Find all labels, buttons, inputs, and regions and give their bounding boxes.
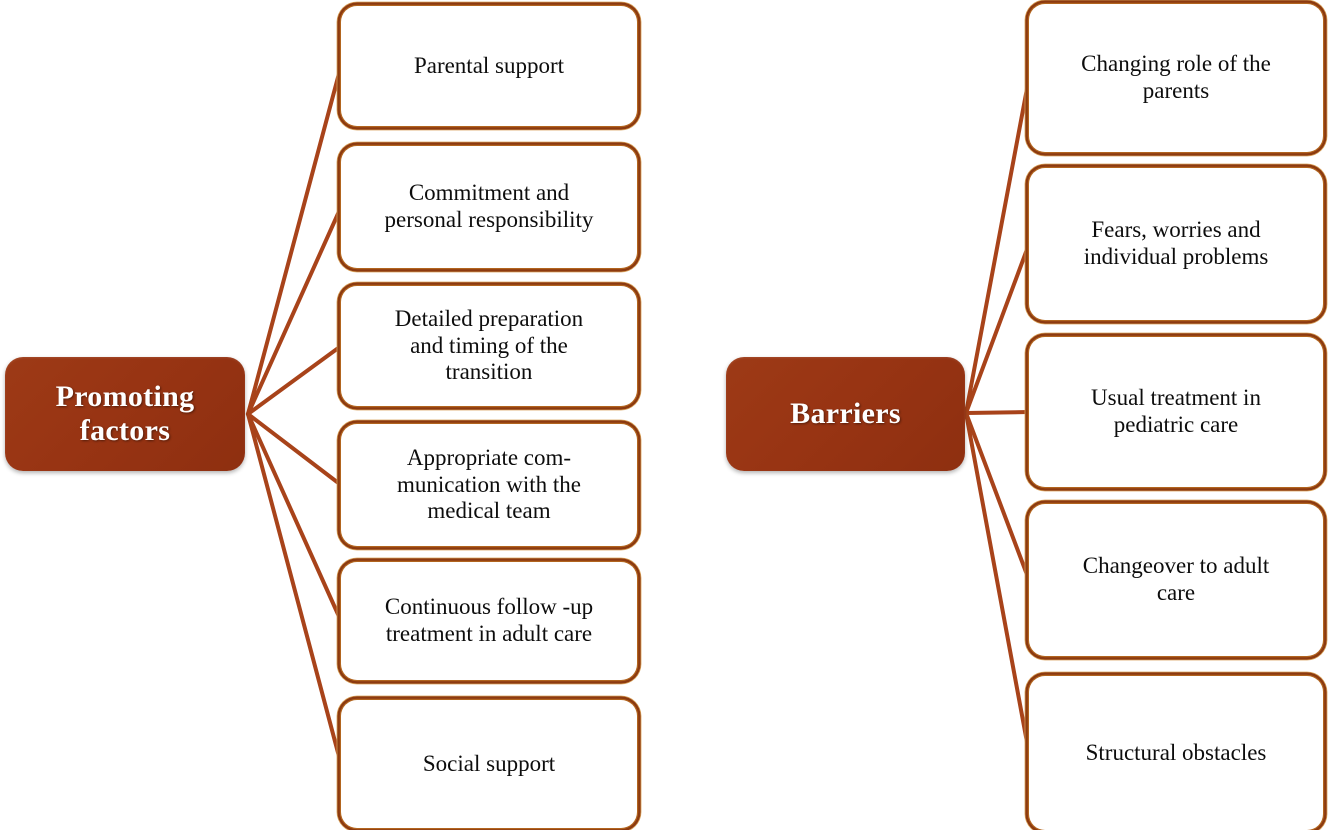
leaf-detailed-preparation[interactable]: Detailed preparation and timing of the t… xyxy=(341,286,637,406)
hub-barriers-label: Barriers xyxy=(790,397,901,431)
connector-line-4 xyxy=(964,411,1031,755)
leaf-commitment[interactable]: Commitment and personal responsibility xyxy=(341,146,637,268)
connector-line-2 xyxy=(246,344,343,416)
connector-line-1 xyxy=(246,205,343,416)
hub-promoting-factors[interactable]: Promoting factors xyxy=(5,357,245,471)
leaf-fears-worries-label: Fears, worries and individual problems xyxy=(1083,217,1269,269)
leaf-appropriate-communication-label: Appropriate com- munication with the med… xyxy=(397,444,581,524)
leaf-detailed-preparation-label: Detailed preparation and timing of the t… xyxy=(394,305,584,385)
leaf-social-support-label: Social support xyxy=(422,750,556,776)
leaf-appropriate-communication[interactable]: Appropriate com- munication with the med… xyxy=(341,424,637,546)
connector-group-promoting xyxy=(246,64,343,766)
leaf-structural-obstacles[interactable]: Structural obstacles xyxy=(1029,676,1323,830)
leaf-changeover-adult-care[interactable]: Changeover to adult care xyxy=(1029,504,1323,656)
leaf-social-support[interactable]: Social support xyxy=(341,700,637,828)
leaf-continuous-followup[interactable]: Continuous follow -up treatment in adult… xyxy=(341,562,637,680)
hub-promoting-factors-label: Promoting factors xyxy=(55,380,195,447)
connector-line-2 xyxy=(964,410,1031,415)
connector-line-3 xyxy=(246,412,343,487)
leaf-continuous-followup-label: Continuous follow -up treatment in adult… xyxy=(384,594,594,646)
leaf-changing-role-parents-label: Changing role of the parents xyxy=(1081,51,1271,103)
connector-line-4 xyxy=(246,412,343,623)
connector-line-1 xyxy=(964,242,1031,415)
leaf-usual-treatment-label: Usual treatment in pediatric care xyxy=(1091,385,1261,437)
leaf-usual-treatment[interactable]: Usual treatment in pediatric care xyxy=(1029,337,1323,487)
leaf-structural-obstacles-label: Structural obstacles xyxy=(1085,739,1267,765)
leaf-parental-support-label: Parental support xyxy=(413,52,565,78)
leaf-changing-role-parents[interactable]: Changing role of the parents xyxy=(1029,4,1323,152)
connector-line-0 xyxy=(964,76,1031,415)
connector-group-barriers xyxy=(964,76,1031,755)
connector-line-3 xyxy=(964,411,1031,582)
connector-line-0 xyxy=(246,64,343,416)
leaf-commitment-label: Commitment and personal responsibility xyxy=(384,180,594,232)
leaf-fears-worries[interactable]: Fears, worries and individual problems xyxy=(1029,168,1323,320)
leaf-changeover-adult-care-label: Changeover to adult care xyxy=(1082,553,1270,605)
hub-barriers[interactable]: Barriers xyxy=(726,357,965,471)
connector-line-5 xyxy=(246,412,343,766)
leaf-parental-support[interactable]: Parental support xyxy=(341,6,637,126)
